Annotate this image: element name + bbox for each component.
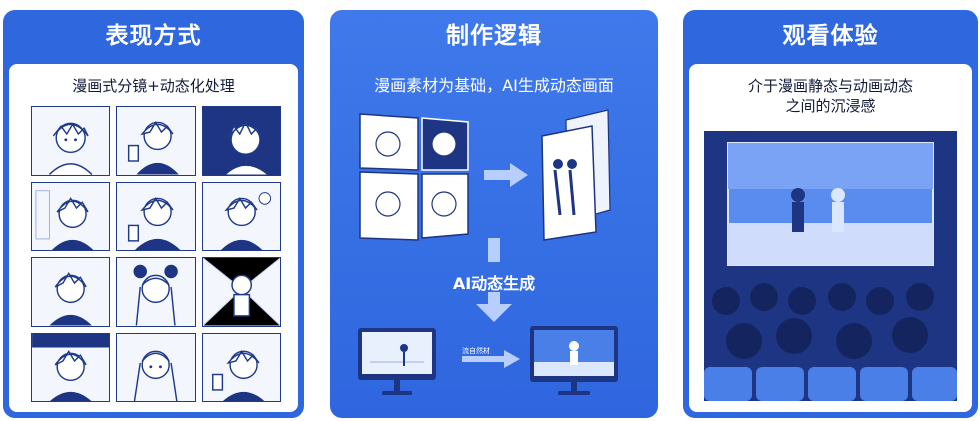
- seats: [704, 367, 957, 401]
- arrow-down-icon: [476, 292, 512, 322]
- manga-panel: [116, 332, 196, 402]
- manga-panel: [31, 332, 111, 402]
- ai-generation-label: AI动态生成: [452, 274, 536, 293]
- panel-title: 观看体验: [782, 23, 879, 49]
- panel-subtitle: 漫画式分镜+动态化处理: [72, 77, 235, 95]
- panel-subtitle: 漫画素材为基础，AI生成动态画面: [374, 76, 614, 95]
- audience: [712, 283, 934, 359]
- panel-body: 介于漫画静态与动画动态 之间的沉浸感: [689, 64, 972, 412]
- panel-subtitle-line1: 介于漫画静态与动画动态: [747, 77, 913, 95]
- manga-panel: [31, 106, 111, 176]
- monitor-icon: [358, 328, 436, 395]
- panel-title: 制作逻辑: [446, 23, 542, 49]
- manga-panel: [201, 106, 281, 176]
- flow-caption: 流自然材: [462, 347, 490, 355]
- arrow-right-icon: [462, 350, 520, 368]
- manga-source-panels: [359, 113, 469, 241]
- panel-production: 制作逻辑 漫画素材为基础，AI生成动态画面: [330, 10, 658, 418]
- manga-panel: [201, 332, 281, 402]
- panel-experience: 观看体验 介于漫画静态与动画动态 之间的沉浸感: [683, 10, 978, 418]
- manga-panel-grid: [31, 106, 281, 402]
- production-flow-illustration: [358, 109, 618, 395]
- cinema-illustration: [704, 131, 957, 401]
- arrow-down-icon: [488, 238, 500, 262]
- panel-subtitle-line2: 之间的沉浸感: [785, 97, 876, 115]
- manga-panel: [116, 181, 196, 251]
- panel-body: 漫画式分镜+动态化处理: [9, 64, 298, 412]
- arrow-right-icon: [484, 163, 528, 187]
- manga-panel: [201, 257, 281, 327]
- panel-presentation: 表现方式 漫画式分镜+动态化处理: [3, 10, 304, 418]
- manga-panel: [201, 181, 281, 251]
- monitor-icon: [530, 326, 618, 395]
- page-stack: [541, 109, 611, 241]
- manga-panel: [116, 257, 196, 327]
- manga-panel: [116, 106, 196, 176]
- manga-panel: [31, 181, 111, 251]
- panel-title: 表现方式: [105, 23, 202, 49]
- manga-panel: [31, 257, 111, 327]
